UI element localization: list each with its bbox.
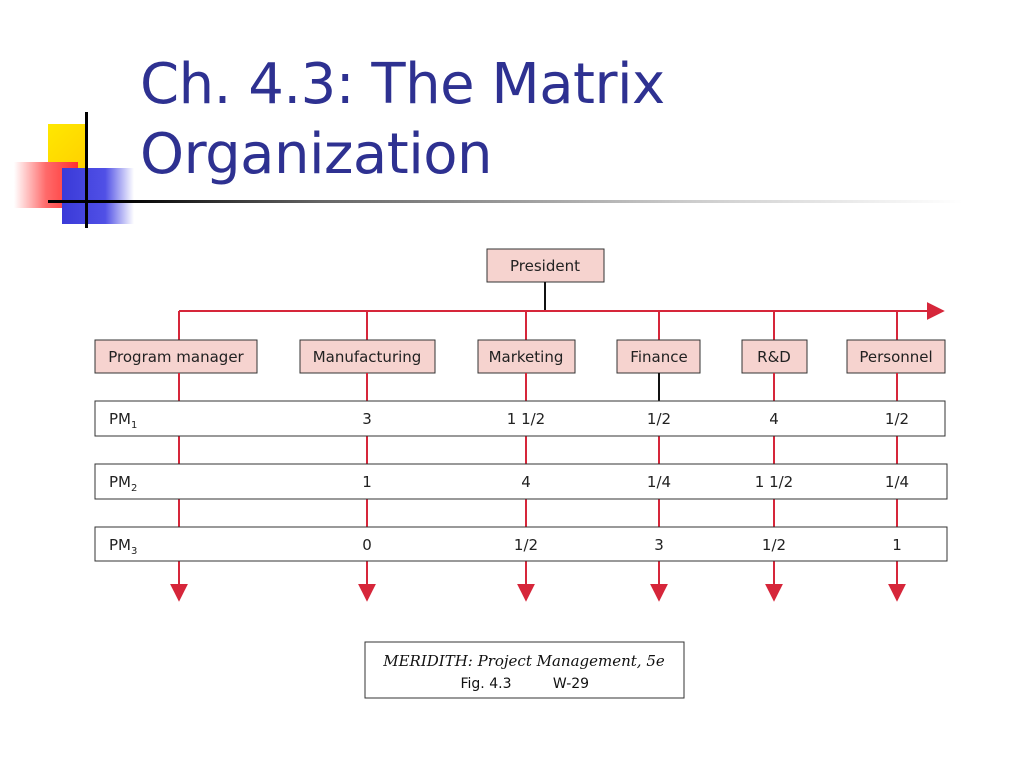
pm-row-2	[94, 463, 948, 500]
pm-row-3	[94, 526, 948, 562]
cell-value: 1/4	[647, 473, 671, 491]
slide-title-line1: Ch. 4.3: The Matrix	[140, 52, 665, 117]
dept-label-rnd: R&D	[757, 348, 791, 366]
president-label: President	[510, 257, 580, 275]
dept-label-program-manager: Program manager	[108, 348, 244, 366]
cell-value: 1/2	[762, 536, 786, 554]
decor-blue-square	[62, 168, 134, 224]
cell-value: 1/2	[514, 536, 538, 554]
president-box	[486, 248, 605, 283]
pm-row-1	[94, 400, 946, 437]
pm-label-1: PM1	[109, 410, 137, 431]
caption-box	[364, 641, 685, 699]
caption-fig: Fig. 4.3	[461, 676, 512, 692]
cell-value: 1/2	[647, 410, 671, 428]
dept-label-finance: Finance	[630, 348, 687, 366]
cell-value: 3	[362, 410, 372, 428]
cell-value: 0	[362, 536, 372, 554]
dept-box-personnel	[846, 339, 946, 374]
cell-value: 1/2	[885, 410, 909, 428]
cell-value: 1 1/2	[507, 410, 545, 428]
dept-label-personnel: Personnel	[859, 348, 932, 366]
pm-rows	[94, 400, 948, 562]
cell-value: 1 1/2	[755, 473, 793, 491]
slide-title: Ch. 4.3: The Matrix Organization	[140, 50, 960, 190]
slide-title-line2: Organization	[140, 122, 493, 187]
dept-box-rnd	[741, 339, 808, 374]
dept-connectors	[178, 311, 898, 340]
pm-label-2: PM2	[109, 473, 137, 494]
decor-vertical-line	[85, 112, 88, 228]
cell-value: 4	[769, 410, 779, 428]
caption-code: W-29	[553, 676, 589, 692]
cell-value: 1	[362, 473, 372, 491]
dept-label-manufacturing: Manufacturing	[313, 348, 422, 366]
cell-value: 4	[521, 473, 531, 491]
matrix-vertical-lines	[170, 373, 906, 602]
cell-value: 1	[892, 536, 902, 554]
dept-box-program-manager	[94, 339, 258, 374]
caption-source: MERIDITH: Project Management, 5e	[382, 652, 665, 670]
decor-horizontal-line	[48, 200, 963, 203]
department-boxes	[94, 339, 946, 374]
cell-value: 1/4	[885, 473, 909, 491]
dept-label-marketing: Marketing	[489, 348, 564, 366]
cell-value: 3	[654, 536, 664, 554]
pm-label-3: PM3	[109, 536, 137, 557]
